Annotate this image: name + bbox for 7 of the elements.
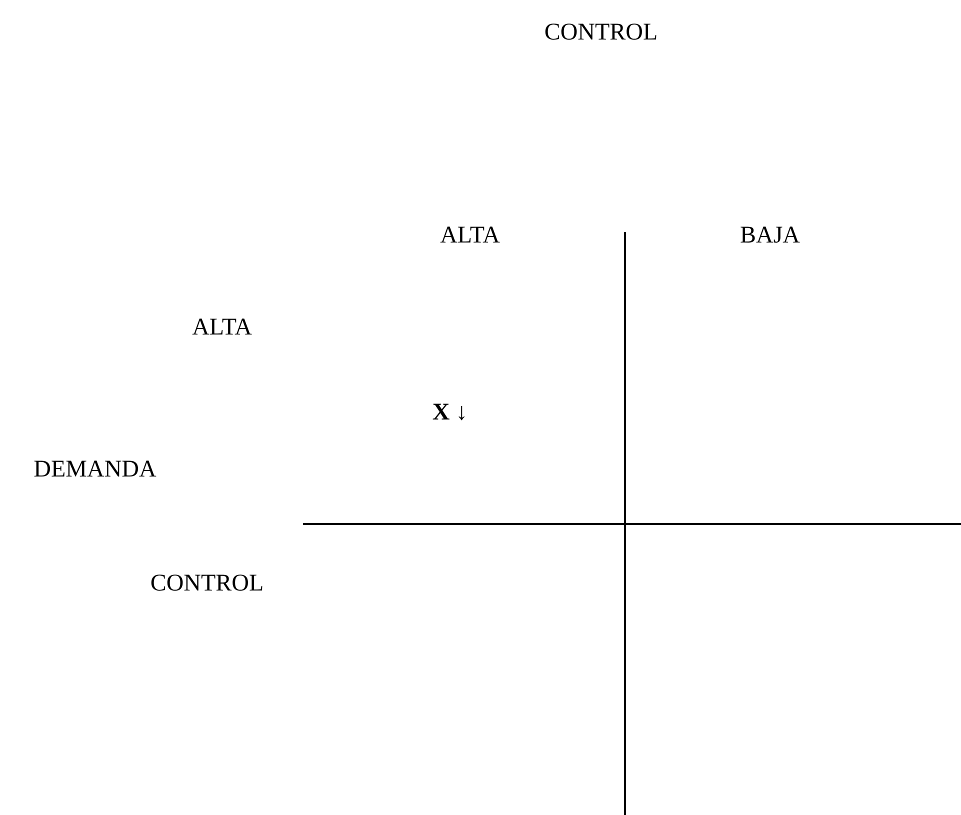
row-header: CONTROL bbox=[150, 570, 264, 598]
cell-mark: X ↓ bbox=[432, 400, 468, 426]
column-header: BAJA bbox=[740, 222, 800, 250]
axis-title: DEMANDA bbox=[34, 456, 156, 484]
column-header: ALTA bbox=[440, 222, 500, 250]
axis-title: CONTROL bbox=[544, 20, 658, 46]
row-header: ALTA bbox=[192, 314, 252, 342]
